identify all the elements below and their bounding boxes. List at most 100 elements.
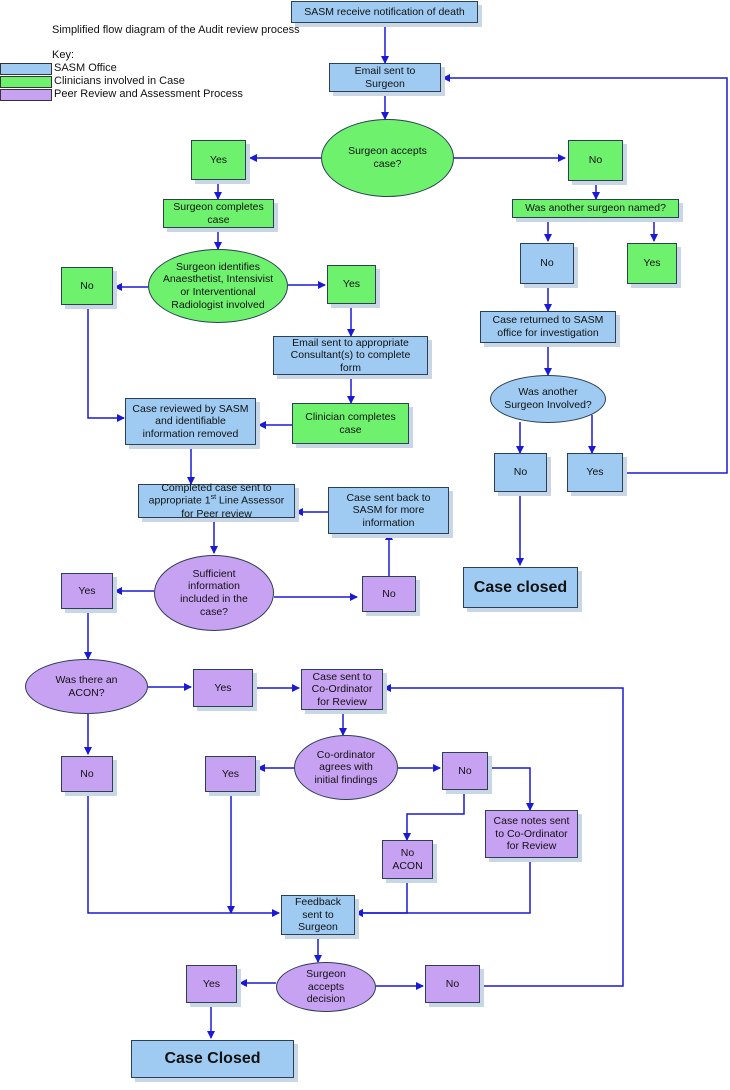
node-label: Case returned to SASM office for investi…: [492, 314, 604, 339]
node-label: Yes: [209, 153, 228, 166]
node-label: No ACON: [392, 846, 423, 872]
key-item-peer-review: Peer Review and Assessment Process: [0, 88, 300, 102]
node-sasm-receive-notification: SASM receive notification of death: [291, 1, 478, 23]
key-swatch-clinicians: [0, 76, 52, 88]
node-label: Clinician completes case: [305, 410, 396, 436]
key-label: Key:: [52, 49, 75, 61]
node-surgeon-completes-case: Surgeon completes case: [163, 199, 274, 228]
connector: [355, 858, 531, 917]
key-text: Clinicians involved in Case: [54, 75, 185, 87]
connector: [87, 305, 125, 422]
node-label: Case sent to Co-Ordinator for Review: [311, 670, 373, 708]
node-case-reviewed-by-sasm: Case reviewed by SASM and identifiable i…: [125, 398, 256, 445]
node-label: Was another surgeon named?: [525, 202, 666, 215]
node-no-agrees: No: [442, 752, 488, 790]
node-yes-another-named: Yes: [627, 243, 677, 284]
node-case-sent-to-coordinator: Case sent to Co-Ordinator for Review: [301, 669, 383, 710]
node-label: Yes: [643, 257, 661, 270]
connector: [383, 684, 624, 987]
node-email-sent-to-surgeon: Email sent to Surgeon: [329, 63, 441, 92]
key-text: Peer Review and Assessment Process: [54, 88, 243, 100]
node-no-identifies: No: [61, 267, 113, 305]
node-label: Surgeon accepts decision: [306, 968, 346, 1006]
node-yes-acon: Yes: [193, 669, 253, 707]
connector: [488, 767, 534, 811]
node-label: Completed case sent to appropriate 1st L…: [149, 482, 285, 520]
node-another-surgeon-involved: Was another Surgeon Involved?: [490, 375, 606, 423]
node-label: Surgeon identifies Anaesthetist, Intensi…: [162, 260, 274, 311]
node-label: Surgeon accepts case?: [348, 145, 427, 170]
node-label: No: [458, 764, 472, 777]
node-case-notes-sent-to-coordinator: Case notes sent to Co-Ordinator for Revi…: [485, 810, 578, 858]
node-no-acon-branch: No: [61, 756, 113, 792]
node-label-part: Line Assessor for Peer review: [181, 494, 285, 520]
node-label: No: [513, 466, 528, 479]
node-completed-case-sent-to-assessor: Completed case sent to appropriate 1st L…: [138, 482, 295, 520]
node-label-superscript: st: [210, 494, 217, 502]
key-item-clinicians: Clinicians involved in Case: [0, 75, 300, 89]
node-label: No: [80, 279, 94, 292]
node-label: Yes: [586, 466, 604, 479]
diagram-title: Simplified flow diagram of the Audit rev…: [52, 24, 300, 36]
node-label: No: [80, 767, 94, 780]
connector: [403, 790, 465, 841]
node-surgeon-identifies: Surgeon identifies Anaesthetist, Intensi…: [148, 249, 288, 323]
node-case-returned-to-sasm: Case returned to SASM office for investi…: [480, 311, 616, 343]
node-label: Case reviewed by SASM and identifiable i…: [132, 402, 249, 440]
node-case-closed-bottom: Case Closed: [131, 1040, 294, 1078]
key-swatch-sasm-office: [0, 63, 52, 75]
node-coordinator-agrees: Co-ordinator agrees with initial finding…: [294, 735, 398, 800]
node-label: Email sent to appropriate Consultant(s) …: [290, 336, 411, 374]
key-item-sasm-office: SASM Office: [0, 62, 300, 76]
node-label: Yes: [78, 584, 96, 597]
node-no-accepts: No: [568, 140, 623, 181]
node-case-sent-back-to-sasm: Case sent back to SASM for more informat…: [328, 487, 449, 534]
node-yes-sufficient: Yes: [61, 573, 113, 609]
node-no-sufficient: No: [362, 576, 416, 612]
node-label-part: Completed case sent to appropriate 1: [148, 481, 272, 507]
node-label: Case notes sent to Co-Ordinator for Revi…: [493, 815, 570, 853]
node-no-another-named: No: [520, 243, 574, 284]
node-label: Yes: [342, 278, 361, 291]
node-label: SASM receive notification of death: [304, 5, 465, 18]
node-was-there-an-acon: Was there an ACON?: [25, 659, 148, 714]
node-yes-decision: Yes: [186, 965, 237, 1003]
key-text: SASM Office: [54, 62, 117, 74]
node-surgeon-accepts-decision: Surgeon accepts decision: [276, 962, 376, 1012]
node-label: Yes: [214, 681, 232, 694]
node-label: Co-ordinator agrees with initial finding…: [314, 748, 378, 786]
node-label: Surgeon completes case: [173, 200, 264, 226]
node-label: Email sent to Surgeon: [354, 64, 416, 90]
node-case-closed-top: Case closed: [463, 567, 578, 608]
node-feedback-sent-to-surgeon: Feedback sent to Surgeon: [281, 895, 355, 935]
node-label: Case sent back to SASM for more informat…: [346, 491, 431, 529]
key-swatch-peer-review: [0, 89, 52, 101]
node-yes-agrees: Yes: [205, 756, 256, 792]
node-label: Was there an ACON?: [55, 673, 118, 699]
node-label: Sufficient information included in the c…: [180, 567, 248, 618]
node-clinician-completes-case: Clinician completes case: [292, 403, 409, 444]
node-label: No: [588, 154, 603, 167]
node-no-decision: No: [425, 965, 480, 1003]
node-label: No: [445, 977, 460, 990]
connector: [87, 792, 280, 917]
node-no-acon: No ACON: [382, 840, 433, 879]
node-yes-identifies: Yes: [327, 265, 376, 304]
node-label: Feedback sent to Surgeon: [294, 896, 342, 934]
node-surgeon-accepts-case: Surgeon accepts case?: [321, 119, 454, 197]
node-label: Was another Surgeon Involved?: [504, 386, 592, 411]
node-another-surgeon-named: Was another surgeon named?: [512, 199, 679, 218]
node-label: Yes: [221, 767, 240, 780]
node-yes-another-involved: Yes: [567, 453, 623, 492]
node-label: Yes: [202, 977, 221, 990]
node-label: No: [382, 587, 396, 600]
connector: [442, 74, 728, 474]
node-label: Case closed: [473, 578, 568, 596]
node-yes-accepts: Yes: [191, 140, 246, 180]
node-email-sent-to-consultants: Email sent to appropriate Consultant(s) …: [273, 336, 428, 375]
connector: [355, 879, 408, 917]
node-label: Case Closed: [164, 1050, 261, 1068]
node-no-another-involved: No: [494, 453, 547, 492]
node-label: No: [540, 257, 554, 270]
